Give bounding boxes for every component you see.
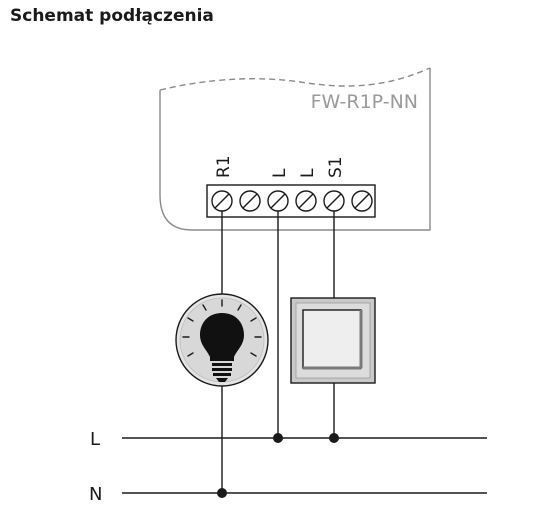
terminal-screw-3 (267, 190, 289, 212)
terminal-label-l2: L (298, 168, 318, 178)
junction-dot (273, 433, 283, 443)
lightbulb-icon (175, 293, 269, 387)
device-model-label: FW-R1P-NN (311, 91, 418, 113)
terminal-label-l1: L (270, 168, 290, 178)
terminal-screw-1 (211, 190, 233, 212)
device-body (159, 67, 431, 231)
wall-switch-icon (290, 297, 376, 384)
terminal-screw-4 (295, 190, 317, 212)
terminal-screw-6 (351, 190, 373, 212)
terminal-block (206, 184, 376, 218)
terminal-label-s1: S1 (326, 156, 346, 178)
junction-dot (329, 433, 339, 443)
live-line-label: L (90, 429, 100, 450)
junction-dot (217, 488, 227, 498)
terminal-label-r1: R1 (214, 155, 234, 178)
terminal-screw-5 (323, 190, 345, 212)
terminal-screw-2 (239, 190, 261, 212)
wires (221, 211, 335, 493)
page-title: Schemat podłączenia (10, 6, 214, 26)
neutral-line-label: N (89, 484, 102, 505)
